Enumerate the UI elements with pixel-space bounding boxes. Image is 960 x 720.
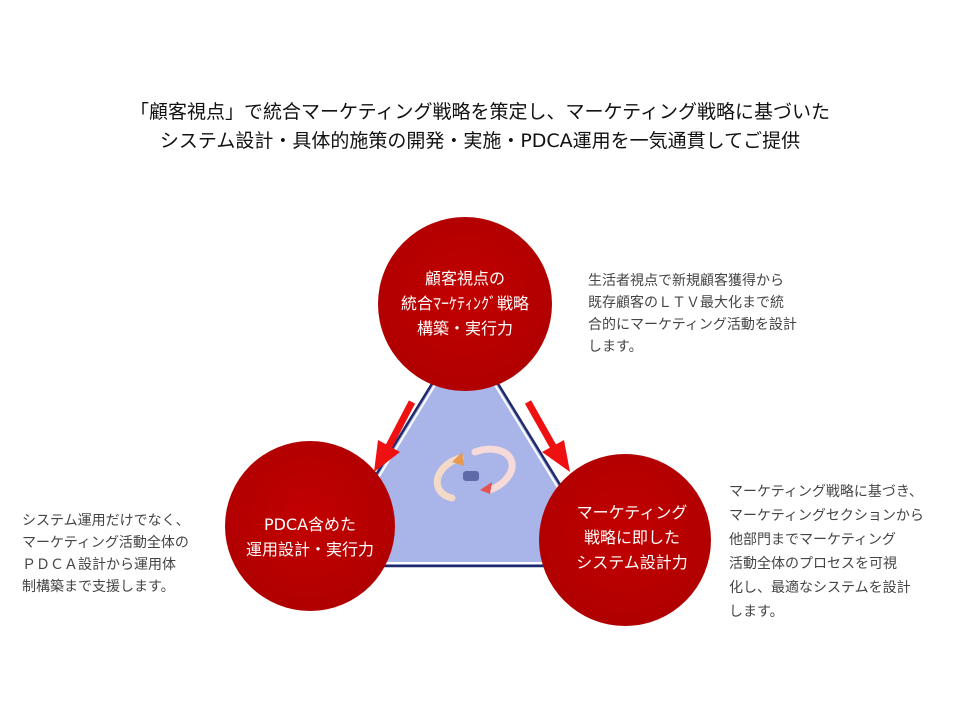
desc-line: します。 [588, 339, 643, 355]
label-line: システム設計力 [576, 553, 688, 572]
circle-top-label: 顧客視点の 統合ﾏｰｹﾃｨﾝｸﾞ戦略 構築・実行力 [375, 266, 555, 341]
label-line: 統合ﾏｰｹﾃｨﾝｸﾞ戦略 [400, 294, 529, 313]
center-triangle-inner-edge [324, 334, 606, 564]
label-line: 顧客視点の [424, 269, 505, 288]
label-line: 構築・実行力 [416, 319, 513, 338]
desc-line: 他部門までマーケティング [729, 532, 896, 548]
headline-line-1: 「顧客視点」で統合マーケティング戦略を策定し、マーケティング戦略に基づいた [130, 101, 830, 123]
label-line: 戦略に即した [583, 528, 680, 547]
description-right: マーケティング戦略に基づき、 マーケティングセクションから 他部門までマーケティ… [729, 480, 924, 624]
headline-line-2: システム設計・具体的施策の開発・実施・PDCA運用を一気通貫してご提供 [159, 130, 801, 152]
desc-line: 既存顧客のＬＴＶ最大化まで統 [588, 295, 784, 311]
desc-line: システム運用だけでなく、 [22, 513, 190, 529]
description-left: システム運用だけでなく、 マーケティング活動全体の ＰＤＣＡ設計から運用体 制構… [22, 510, 190, 598]
cycle-icon [433, 445, 516, 502]
desc-line: 化し、最適なシステムを設計 [729, 580, 911, 596]
label-line: 運用設計・実行力 [245, 540, 374, 559]
label-line: PDCA含めた [263, 515, 357, 534]
arrow-top-to-right [524, 400, 570, 472]
circle-left [225, 441, 395, 611]
circle-left-label: PDCA含めた 運用設計・実行力 [220, 512, 400, 562]
arrow-top-to-left [374, 400, 416, 472]
circle-right-label: マーケティング 戦略に即した システム設計力 [542, 500, 722, 575]
desc-line: マーケティング活動全体の [22, 535, 189, 551]
desc-line: 生活者視点で新規顧客獲得から [588, 273, 784, 289]
desc-line: 合的にマーケティング活動を設計 [588, 317, 797, 333]
desc-line: 活動全体のプロセスを可視 [729, 556, 897, 572]
desc-line: 制構築まで支援します。 [22, 579, 175, 595]
circle-top [378, 217, 552, 391]
description-top: 生活者視点で新規顧客獲得から 既存顧客のＬＴＶ最大化まで統 合的にマーケティング… [588, 270, 797, 358]
circle-right [539, 454, 711, 626]
desc-line: します。 [729, 604, 784, 620]
desc-line: マーケティングセクションから [729, 508, 924, 524]
label-line: マーケティング [576, 503, 688, 522]
desc-line: ＰＤＣＡ設計から運用体 [22, 557, 176, 573]
desc-line: マーケティング戦略に基づき、 [729, 484, 923, 500]
